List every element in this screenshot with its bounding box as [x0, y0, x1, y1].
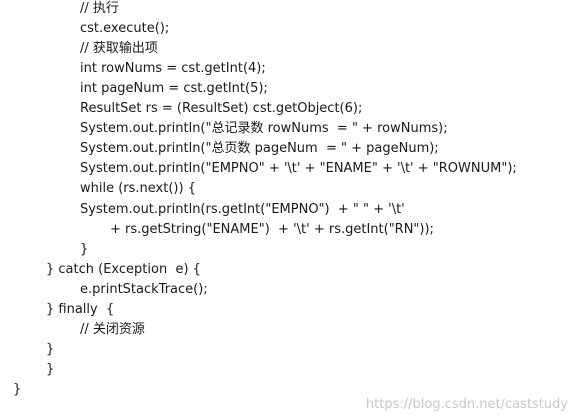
code-line: System.out.println("EMPNO" + '\t' + "ENA…	[80, 161, 517, 176]
code-line: cst.execute();	[80, 21, 170, 36]
code-line: System.out.println(rs.getInt("EMPNO") + …	[80, 202, 405, 217]
code-line: } catch (Exception e) {	[46, 262, 201, 277]
code-line: } finally {	[46, 302, 115, 317]
code-line: }	[13, 382, 22, 397]
code-line: ResultSet rs = (ResultSet) cst.getObject…	[80, 101, 363, 116]
watermark: https://blog.csdn.net/caststudy	[365, 397, 568, 412]
code-line: int rowNums = cst.getInt(4);	[80, 61, 266, 76]
code-line: e.printStackTrace();	[80, 282, 208, 297]
code-line: int pageNum = cst.getInt(5);	[80, 81, 268, 96]
code-line: while (rs.next()) {	[80, 181, 196, 196]
code-line: }	[46, 342, 55, 357]
code-line: // 执行	[80, 1, 119, 16]
code-line: }	[80, 242, 89, 257]
code-line: // 获取输出项	[80, 41, 158, 56]
code-line: System.out.println("总记录数 rowNums = " + r…	[80, 121, 448, 136]
code-line: }	[46, 362, 55, 377]
code-line: + rs.getString("ENAME") + '\t' + rs.getI…	[110, 222, 434, 237]
code-line: // 关闭资源	[80, 322, 145, 337]
code-line: System.out.println("总页数 pageNum = " + pa…	[80, 141, 439, 156]
